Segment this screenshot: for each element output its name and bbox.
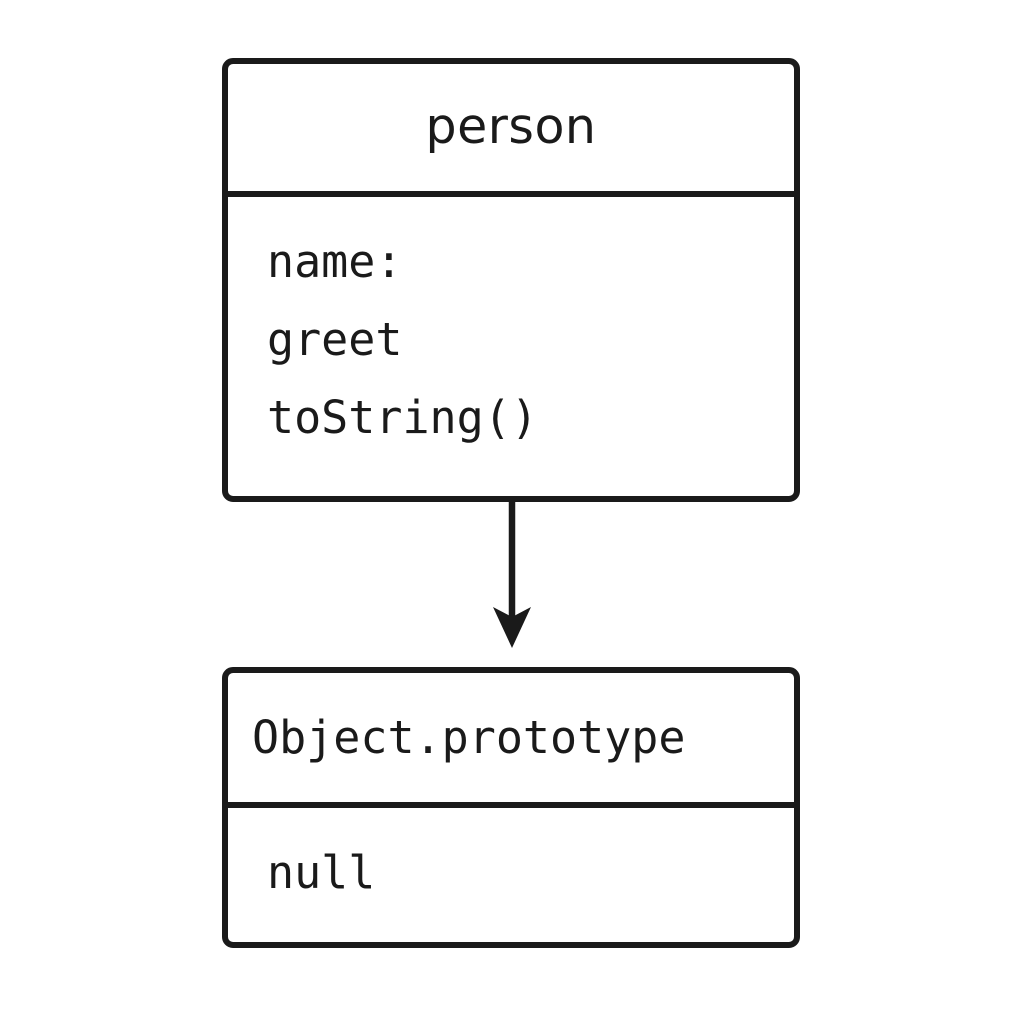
node-person[interactable]: person name: greet toString() <box>222 58 800 502</box>
node-object-prototype-header: Object.prototype <box>228 673 794 802</box>
node-person-header: person <box>228 64 794 191</box>
node-person-property-0: name: <box>267 235 403 288</box>
node-person-property-1: greet <box>267 313 403 366</box>
node-object-prototype-property-0: null <box>267 846 376 899</box>
node-person-property-2: toString() <box>267 391 538 444</box>
node-object-prototype-divider <box>228 801 794 808</box>
arrow-prototype-link-icon <box>493 496 531 648</box>
node-person-divider <box>228 190 794 197</box>
node-object-prototype-title: Object.prototype <box>252 710 686 764</box>
node-object-prototype[interactable]: Object.prototype null <box>222 667 800 948</box>
node-object-prototype-body: null <box>228 808 794 942</box>
node-person-body: name: greet toString() <box>228 197 794 496</box>
node-person-title: person <box>425 97 597 155</box>
